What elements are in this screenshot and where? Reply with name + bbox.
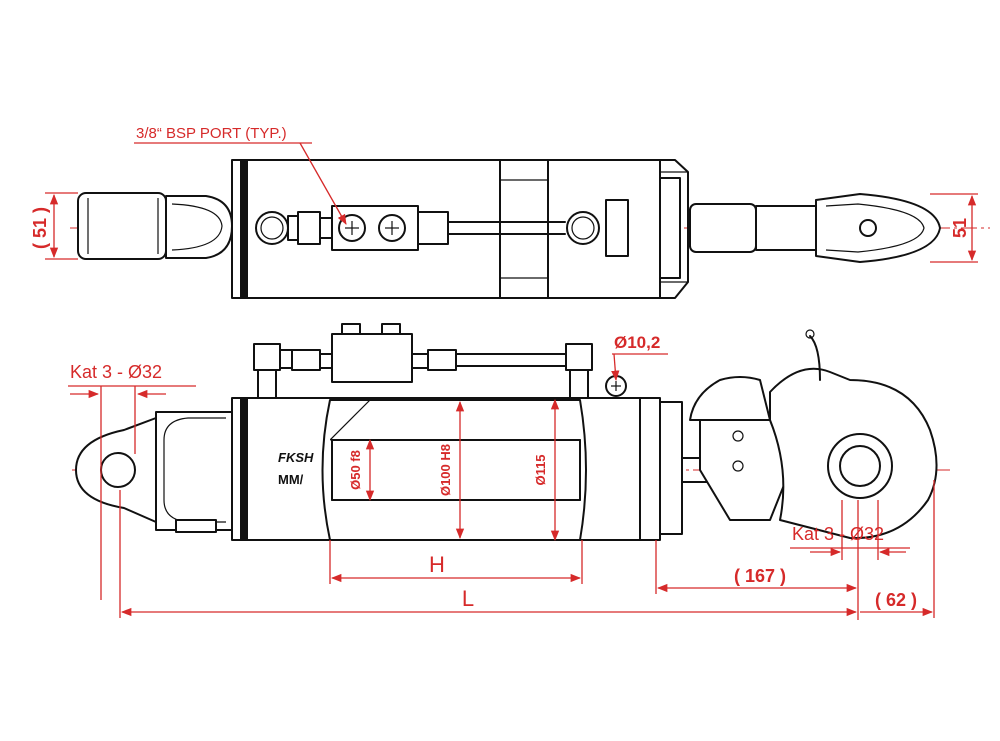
dim-dia-50: Ø50 f8 bbox=[348, 450, 363, 490]
clevis-pin bbox=[175, 519, 217, 533]
top-view: 3/8“ BSP PORT (TYP.) ( 51 ) 51 bbox=[30, 125, 990, 299]
kat-left-label: Kat 3 - Ø32 bbox=[70, 362, 162, 382]
kat-right-label: Kat 3 - Ø32 bbox=[792, 524, 884, 544]
dim-51-left: ( 51 ) bbox=[30, 207, 50, 249]
top-small-port bbox=[605, 199, 629, 257]
left-rod-end-block bbox=[77, 192, 167, 260]
hook-latch-top bbox=[689, 376, 771, 421]
dim-167-label: ( 167 ) bbox=[734, 566, 786, 586]
port-note-leader bbox=[299, 142, 347, 225]
hook-body-side bbox=[699, 419, 791, 521]
left-clevis bbox=[155, 411, 233, 531]
dim-62-label: ( 62 ) bbox=[875, 590, 917, 610]
side-valve-block bbox=[331, 333, 413, 383]
side-left-fitting-top bbox=[253, 343, 281, 371]
top-hook bbox=[815, 193, 941, 263]
left-eye-hole bbox=[100, 452, 136, 488]
top-body-flange bbox=[240, 160, 248, 298]
dim-51-right: 51 bbox=[950, 218, 970, 238]
brand-text-2: MM/ bbox=[278, 472, 304, 487]
top-hook-neck bbox=[755, 205, 817, 251]
brand-text-1: FKSH bbox=[278, 450, 314, 465]
dim-dia-115: Ø115 bbox=[533, 454, 548, 485]
dim-h-label: H bbox=[429, 552, 445, 577]
side-right-fitting-top bbox=[565, 343, 593, 371]
top-rod-collar bbox=[689, 203, 757, 253]
side-view: Ø50 f8 Ø100 H8 Ø115 FKSH MM/ Ø10,2 bbox=[68, 323, 950, 620]
dim-dia-10-2: Ø10,2 bbox=[614, 333, 660, 352]
dim-dia-100: Ø100 H8 bbox=[438, 444, 453, 496]
dim-l-label: L bbox=[462, 586, 474, 611]
port-note-label: 3/8“ BSP PORT (TYP.) bbox=[136, 125, 287, 142]
right-fitting bbox=[417, 211, 449, 245]
left-fitting bbox=[297, 211, 321, 245]
